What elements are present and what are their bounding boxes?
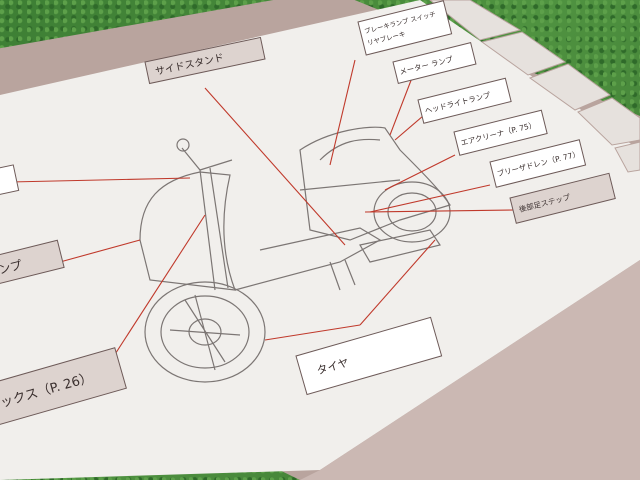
svg-text:ンプ: ンプ — [0, 258, 23, 277]
index-tabs — [429, 0, 640, 173]
label-footstep: 後部足ステップ — [509, 172, 616, 224]
label-tire: タイヤ — [295, 316, 443, 396]
label-left-mid: ンプ — [0, 239, 65, 290]
label-meter-lamp: メーター ランプ — [392, 42, 477, 84]
leader-lines — [9, 59, 516, 363]
page-edge-shadow — [300, 260, 640, 480]
label-left-partial — [0, 164, 20, 199]
